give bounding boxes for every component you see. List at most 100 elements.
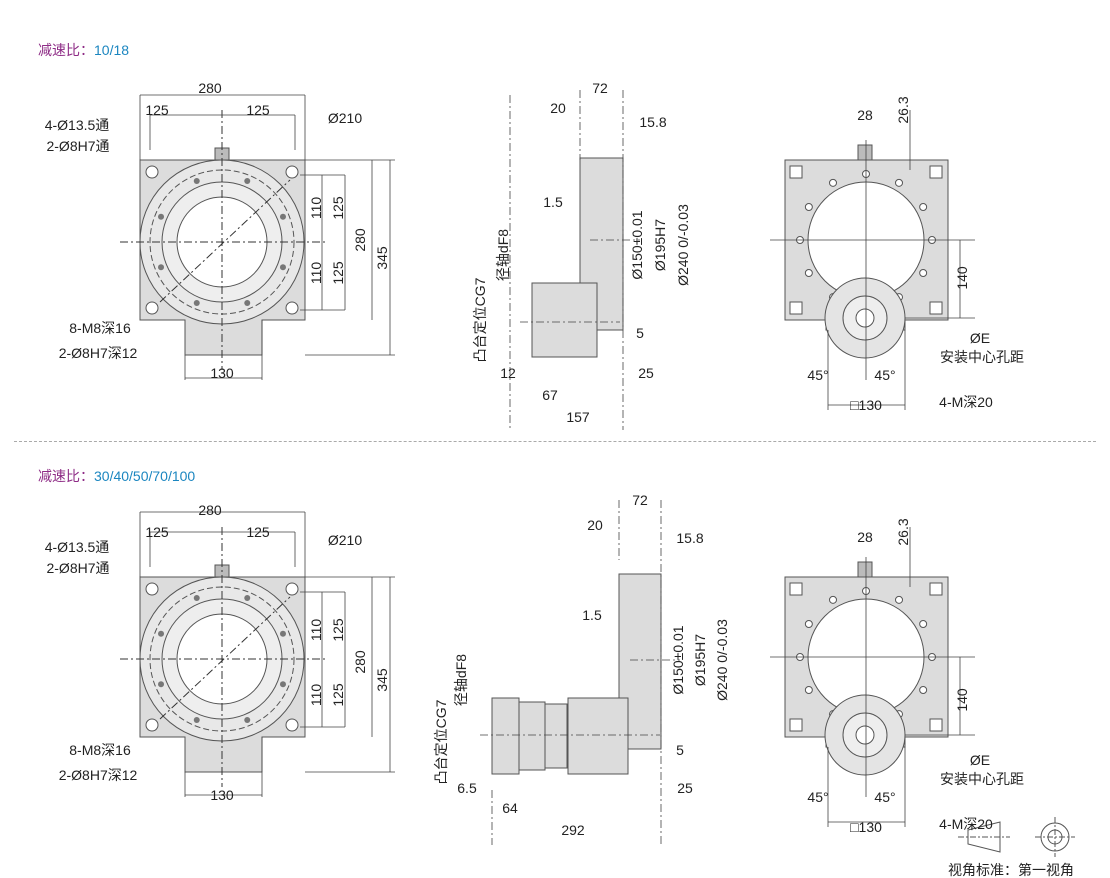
tapped-hole	[193, 299, 200, 306]
dim-label-r28: 28	[857, 107, 873, 123]
corner-hole	[145, 301, 159, 315]
corner-hole	[789, 165, 803, 179]
dim-label-b130: 130	[210, 365, 234, 381]
dim-label-f280: 280	[198, 502, 222, 518]
dim-label-h8d: 2-Ø8H7深12	[58, 345, 138, 361]
dim-label-v125a: 125	[330, 618, 346, 642]
tapped-hole	[193, 595, 200, 602]
dim-label-r45a: 45°	[807, 367, 829, 383]
dim-label-v280: 280	[352, 228, 368, 252]
shaft-hole	[855, 308, 875, 328]
input-housing	[531, 282, 598, 358]
dim-label-rE: ØE	[969, 330, 991, 346]
ratio-value: 10/18	[94, 42, 130, 58]
dim-label-r140: 140	[954, 266, 970, 290]
tapped-hole	[158, 264, 165, 271]
dim-label-d210: Ø210	[327, 532, 363, 548]
dim-label-h8d: 2-Ø8H7深12	[58, 767, 138, 783]
dim-label-v280: 280	[352, 650, 368, 674]
front-view	[120, 94, 395, 380]
adapter	[544, 703, 568, 769]
dim-label-s25: 25	[677, 780, 693, 796]
dim-label-r45a: 45°	[807, 789, 829, 805]
dim-label-m8: 8-M8深16	[69, 320, 131, 336]
dim-label-f125a: 125	[145, 524, 169, 540]
coupling	[518, 701, 546, 771]
projection-standard: 视角标准：第一视角	[948, 862, 1074, 878]
dim-label-rE: ØE	[969, 752, 991, 768]
corner-hole	[285, 582, 299, 596]
dim-label-rpcd: 安装中心孔距	[940, 349, 1024, 365]
shaft-hole	[855, 725, 875, 745]
corner-hole	[929, 718, 943, 732]
dim-label-s15: 1.5	[582, 607, 602, 623]
dim-label-s20: 20	[587, 517, 603, 533]
dim-label-d195: Ø195H7	[692, 633, 708, 687]
rear-view	[770, 110, 975, 410]
bolt-hole	[804, 203, 813, 211]
side-view	[509, 90, 640, 430]
dim-label-s72: 72	[632, 492, 648, 508]
tapped-hole	[279, 213, 286, 220]
section-title-2: 减速比：30/40/50/70/100	[38, 466, 195, 486]
center-lines	[480, 500, 680, 845]
tapped-hole	[158, 630, 165, 637]
ratio-key: 减速比：	[38, 468, 94, 484]
dim-label-f125b: 125	[246, 524, 270, 540]
dim-label-b130: 130	[210, 787, 234, 803]
dim-label-f125a: 125	[145, 102, 169, 118]
tapped-hole	[193, 178, 200, 185]
dim-label-s72: 72	[592, 80, 608, 96]
dim-label-r130: □130	[850, 819, 882, 835]
dimension-lines	[770, 110, 975, 410]
dim-label-s5: 5	[676, 742, 684, 758]
dim-label-v345: 345	[374, 246, 390, 270]
dim-label-r28: 28	[857, 529, 873, 545]
corner-hole	[789, 582, 803, 596]
dim-label-rM: 4-M深20	[939, 394, 993, 410]
dim-label-f125b: 125	[246, 102, 270, 118]
dim-label-v110a: 110	[308, 618, 324, 642]
corner-hole	[145, 582, 159, 596]
dim-label-v125a: 125	[330, 196, 346, 220]
dim-label-boss: 凸台定位CG7	[433, 699, 449, 785]
dim-label-s15: 1.5	[543, 194, 563, 210]
dim-label-r140: 140	[954, 688, 970, 712]
dim-label-v125b: 125	[330, 261, 346, 285]
tapped-hole	[279, 681, 286, 688]
dim-label-r130: □130	[850, 397, 882, 413]
bolt-hole	[919, 686, 928, 694]
dim-label-sB: 67	[542, 387, 558, 403]
dim-label-d150: Ø150±0.01	[670, 625, 686, 695]
corner-hole	[145, 718, 159, 732]
dim-label-rM: 4-M深20	[939, 816, 993, 832]
tapped-hole	[244, 299, 251, 306]
tapped-hole	[279, 630, 286, 637]
gear-housing	[567, 697, 629, 775]
bolt-hole	[919, 269, 928, 277]
dim-label-f280: 280	[198, 80, 222, 96]
tapped-hole	[158, 213, 165, 220]
dim-label-sB: 64	[502, 800, 518, 816]
corner-hole	[789, 718, 803, 732]
center-lines	[120, 110, 325, 370]
dim-label-sA: 12	[500, 365, 516, 381]
rear-view	[770, 527, 975, 827]
center-lines	[120, 527, 325, 787]
section-title-1: 减速比：10/18	[38, 40, 129, 60]
dim-label-v110a: 110	[308, 196, 324, 220]
dim-label-d240: Ø240 0/-0.03	[675, 204, 691, 286]
dim-label-s25: 25	[638, 365, 654, 381]
dim-label-v110b: 110	[308, 683, 324, 707]
side-view	[480, 500, 680, 845]
tapped-hole	[158, 681, 165, 688]
dim-label-v125b: 125	[330, 683, 346, 707]
tapped-hole	[244, 716, 251, 723]
center-lines	[509, 90, 640, 430]
ratio-key: 减速比：	[38, 42, 94, 58]
dim-label-s5: 5	[636, 325, 644, 341]
corner-hole	[285, 165, 299, 179]
dim-label-boss: 凸台定位CG7	[472, 277, 488, 363]
bolt-hole	[895, 178, 903, 187]
